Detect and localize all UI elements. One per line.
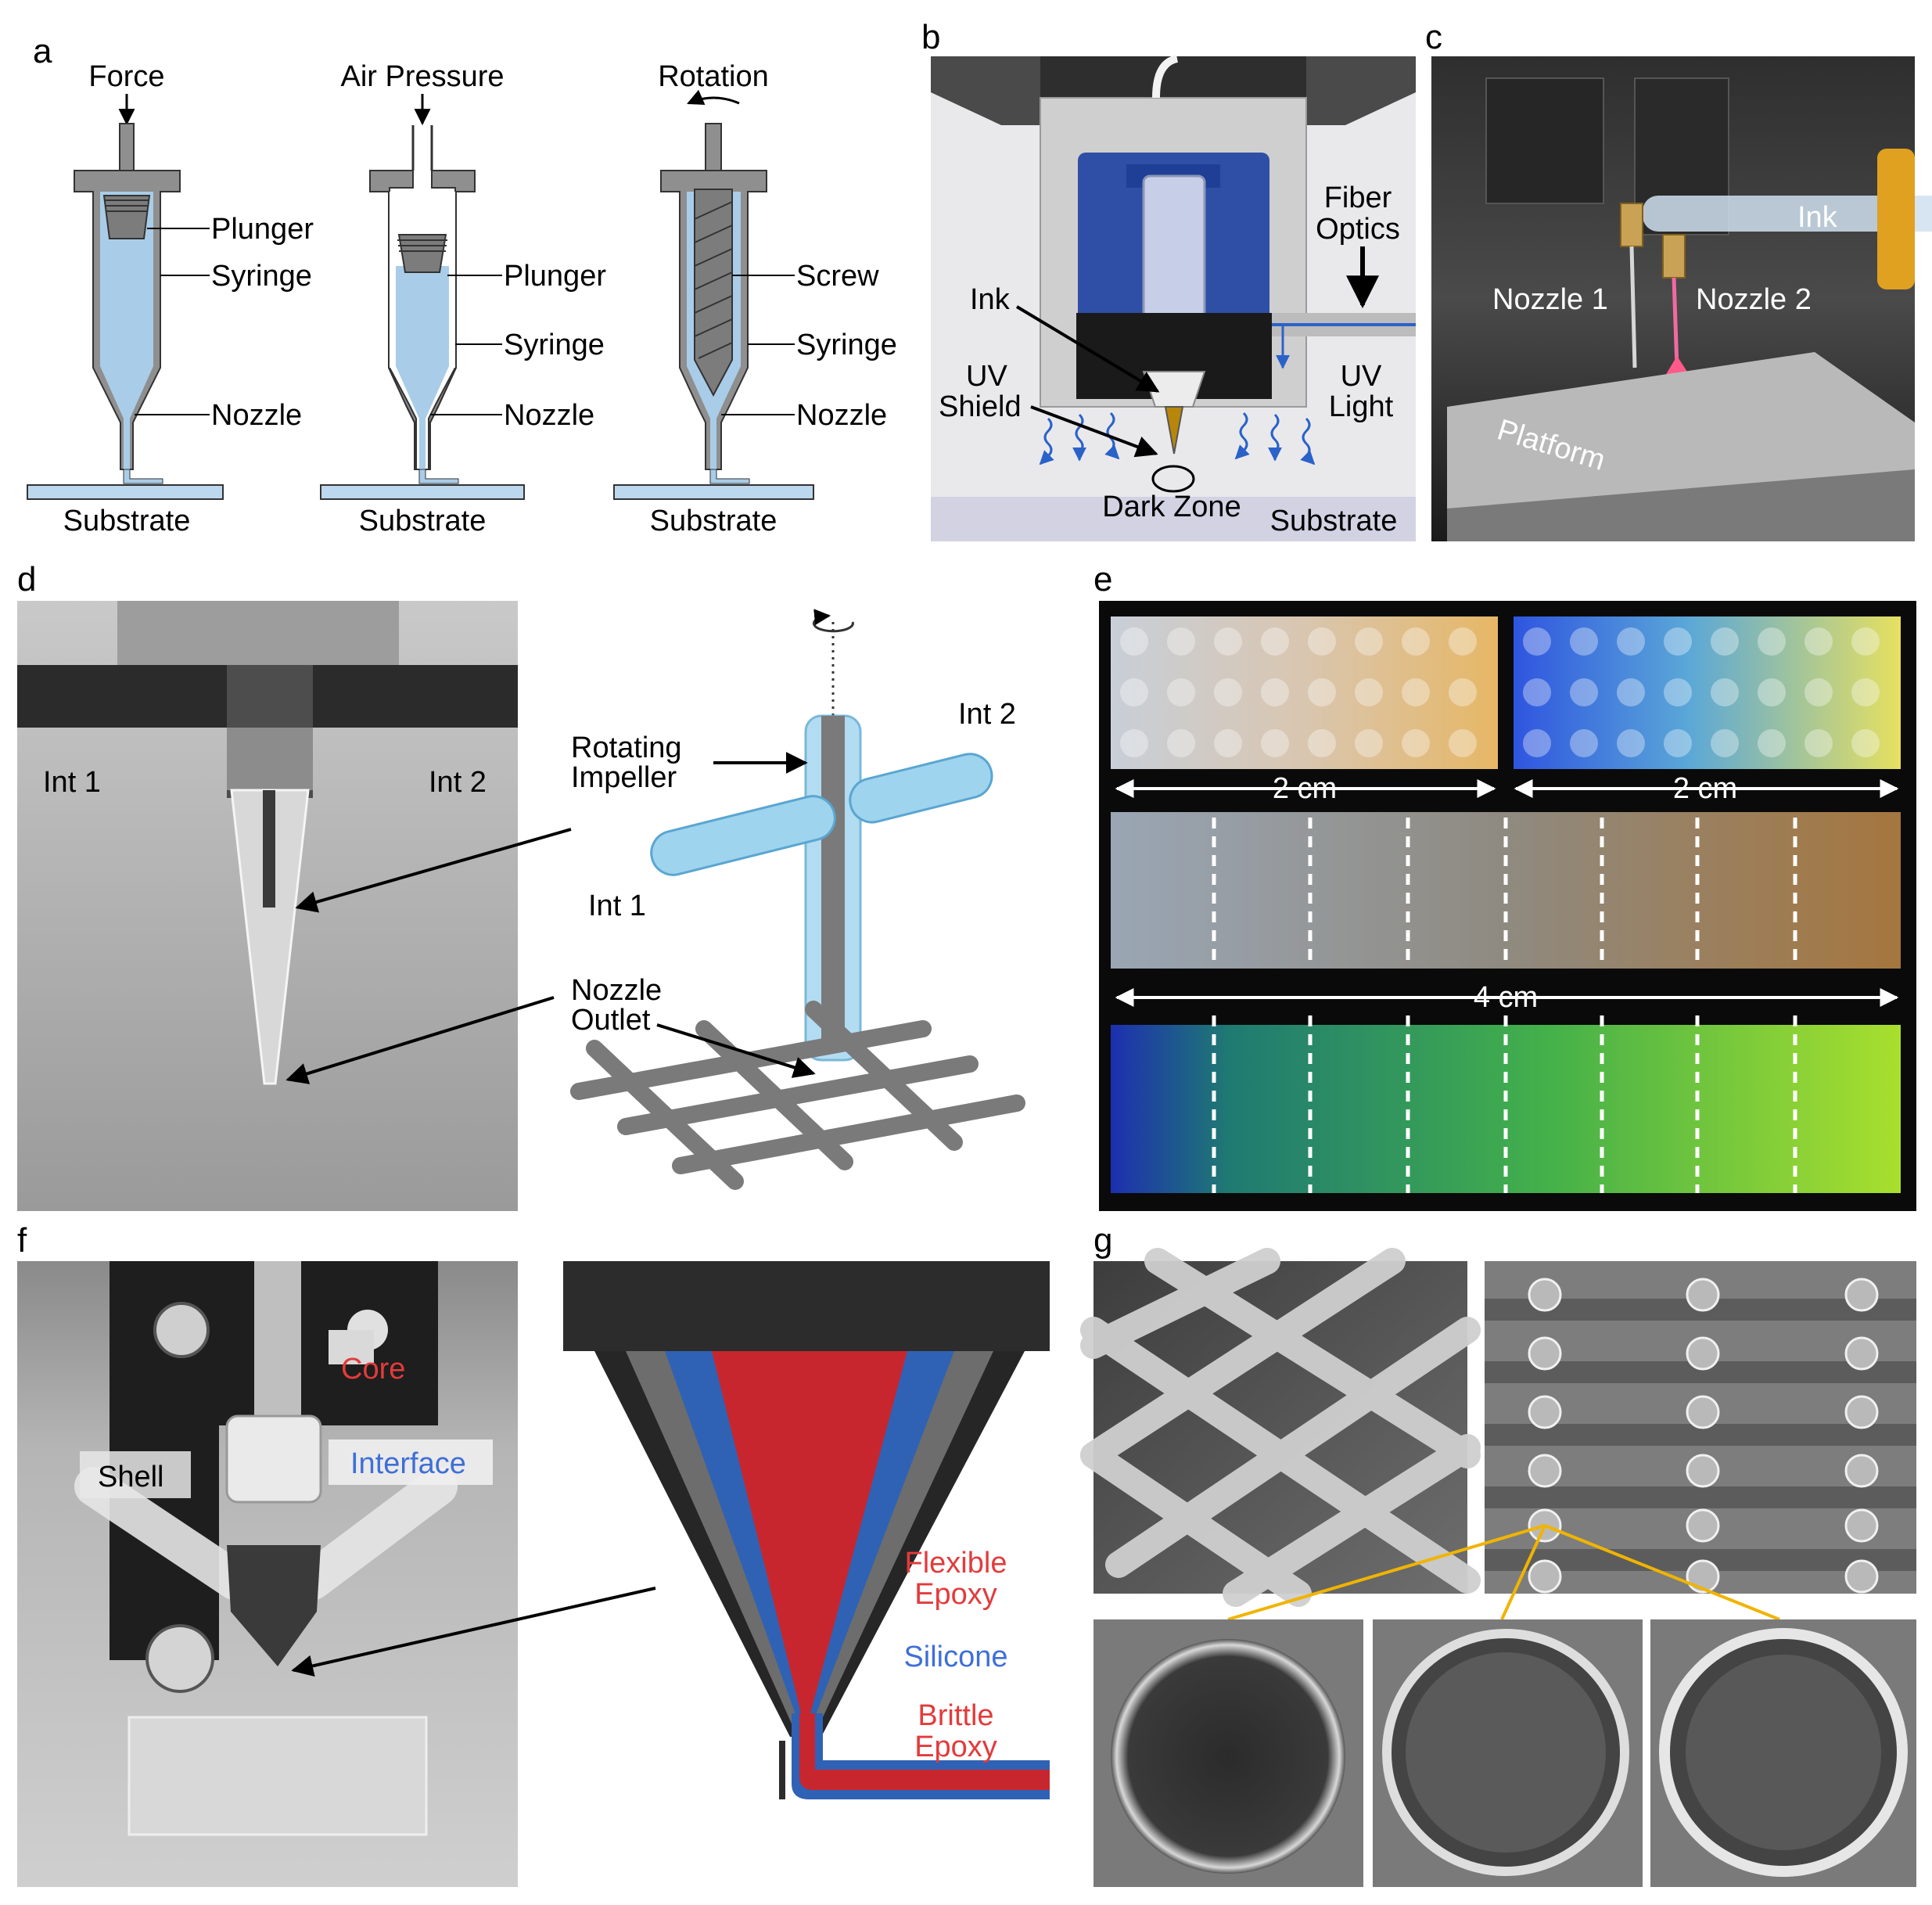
syringe-label: Syringe [211, 260, 312, 293]
gradient-block-visible [1111, 812, 1901, 969]
syringe-label: Syringe [796, 329, 897, 361]
panel-f: f Core Shell Interface Flexible Epoxy Si… [17, 1221, 1050, 1887]
uv-light-label-2: Light [1329, 390, 1394, 423]
int-2-schematic-label: Int 2 [958, 698, 1016, 731]
rotation-arrow [687, 89, 740, 106]
flexible-epoxy-label-1: Flexible [905, 1547, 1007, 1580]
brittle-epoxy-label-2: Epoxy [914, 1731, 997, 1763]
plunger-head [397, 234, 447, 273]
panel-letter-d: d [17, 560, 36, 598]
rotating-impeller-label-1: Rotating [571, 731, 682, 764]
int-2-label: Int 2 [429, 766, 487, 799]
plunger-label: Plunger [504, 260, 606, 293]
silicone-label: Silicone [903, 1641, 1007, 1673]
uv-light-label-1: UV [1341, 360, 1382, 393]
substrate-plate [613, 484, 814, 500]
printed-part [127, 1716, 428, 1836]
shell-label: Shell [98, 1461, 164, 1493]
syringe-label: Syringe [504, 329, 605, 361]
plunger-head [102, 195, 151, 239]
substrate-label: Substrate [1270, 505, 1398, 537]
drive-label-air: Air Pressure [340, 60, 504, 93]
zoom-callout-lines [1227, 1524, 1780, 1621]
panel-d: d Int 1 Int 2 Rotating Impeller Int 2 In… [17, 560, 1025, 1211]
core-epoxy-layer [712, 1351, 907, 1713]
uv-shield-label-2: Shield [939, 390, 1022, 423]
fiber-optics-label-1: Fiber [1324, 182, 1392, 214]
panel-letter-e: e [1093, 560, 1112, 598]
rotation-arrow [812, 609, 854, 633]
panel-e: e 2 cm 2 cm 4 cm [1093, 560, 1916, 1211]
panel-b: b Fiber Optics Ink UV Shield [921, 18, 1416, 541]
scale-label-top-left: 2 cm [1273, 772, 1337, 805]
rotation-syringe-diagram: Rotation Screw Syringe Nozzle Substrate [613, 60, 897, 537]
fiber-optics-label-2: Optics [1316, 213, 1400, 246]
panel-c: c Ink Nozzle 1 Nozzle 2 Platform [1425, 18, 1932, 541]
nozzle-1-label: Nozzle 1 [1492, 283, 1608, 316]
drive-label-force: Force [88, 60, 164, 93]
lattice-visible-light [1111, 616, 1498, 769]
int-1-label: Int 1 [43, 766, 101, 799]
nozzle-label: Nozzle [796, 399, 887, 432]
flexible-epoxy-label-2: Epoxy [914, 1578, 997, 1611]
screw-label: Screw [796, 260, 879, 293]
ink-label: Ink [1797, 201, 1838, 234]
panel-a: a Force Plunger Syringe Nozzle Substrate… [27, 32, 897, 537]
plunger-label: Plunger [211, 213, 314, 246]
nozzle-tip [230, 789, 310, 1085]
ink-fill [100, 192, 153, 469]
force-syringe-diagram: Force Plunger Syringe Nozzle Substrate [27, 60, 314, 537]
interface-label: Interface [350, 1447, 466, 1480]
substrate-plate [27, 484, 224, 500]
scale-label-middle: 4 cm [1474, 981, 1538, 1014]
ink-syringe [1643, 196, 1932, 232]
nozzle-outlet-label-2: Outlet [571, 1004, 651, 1037]
int-2-inlet-tube [849, 753, 993, 824]
lattice-uv-light [1514, 616, 1901, 769]
gradient-block-uv [1111, 1025, 1901, 1193]
printed-lattice [570, 1001, 1025, 1190]
panel-g: g [1080, 1221, 1916, 1887]
coaxial-nozzle-body [227, 1545, 321, 1666]
brittle-epoxy-label-1: Brittle [918, 1699, 993, 1732]
air-pressure-syringe-diagram: Air Pressure Plunger Syringe Nozzle Subs… [320, 60, 606, 537]
panel-letter-b: b [921, 18, 940, 56]
panel-letter-f: f [17, 1221, 27, 1260]
panel-letter-g: g [1093, 1221, 1112, 1260]
ink-fill [396, 266, 449, 469]
nozzle-outlet-label-1: Nozzle [571, 974, 662, 1007]
int-1-schematic-label: Int 1 [588, 890, 646, 922]
dark-zone-label: Dark Zone [1102, 491, 1241, 523]
substrate-band [931, 497, 1416, 541]
nozzle-2-label: Nozzle 2 [1696, 283, 1812, 316]
plunger-rod [119, 123, 135, 171]
uv-shield-label-1: UV [966, 360, 1007, 393]
nozzle-label: Nozzle [211, 399, 302, 432]
screw [694, 189, 733, 397]
drive-label-rotation: Rotation [658, 60, 769, 93]
ink-label: Ink [970, 283, 1011, 316]
dark-zone-ring [1151, 465, 1195, 493]
panel-letter-c: c [1425, 18, 1442, 56]
substrate-label: Substrate [359, 505, 487, 537]
rotating-impeller-label-2: Impeller [571, 761, 677, 794]
core-label: Core [341, 1353, 405, 1386]
substrate-label: Substrate [650, 505, 777, 537]
scale-label-top-right: 2 cm [1673, 772, 1737, 805]
nozzle-label: Nozzle [504, 399, 594, 432]
panel-letter-a: a [33, 32, 52, 70]
substrate-label: Substrate [63, 505, 191, 537]
substrate-plate [320, 484, 525, 500]
int-1-inlet-tube [650, 795, 836, 876]
